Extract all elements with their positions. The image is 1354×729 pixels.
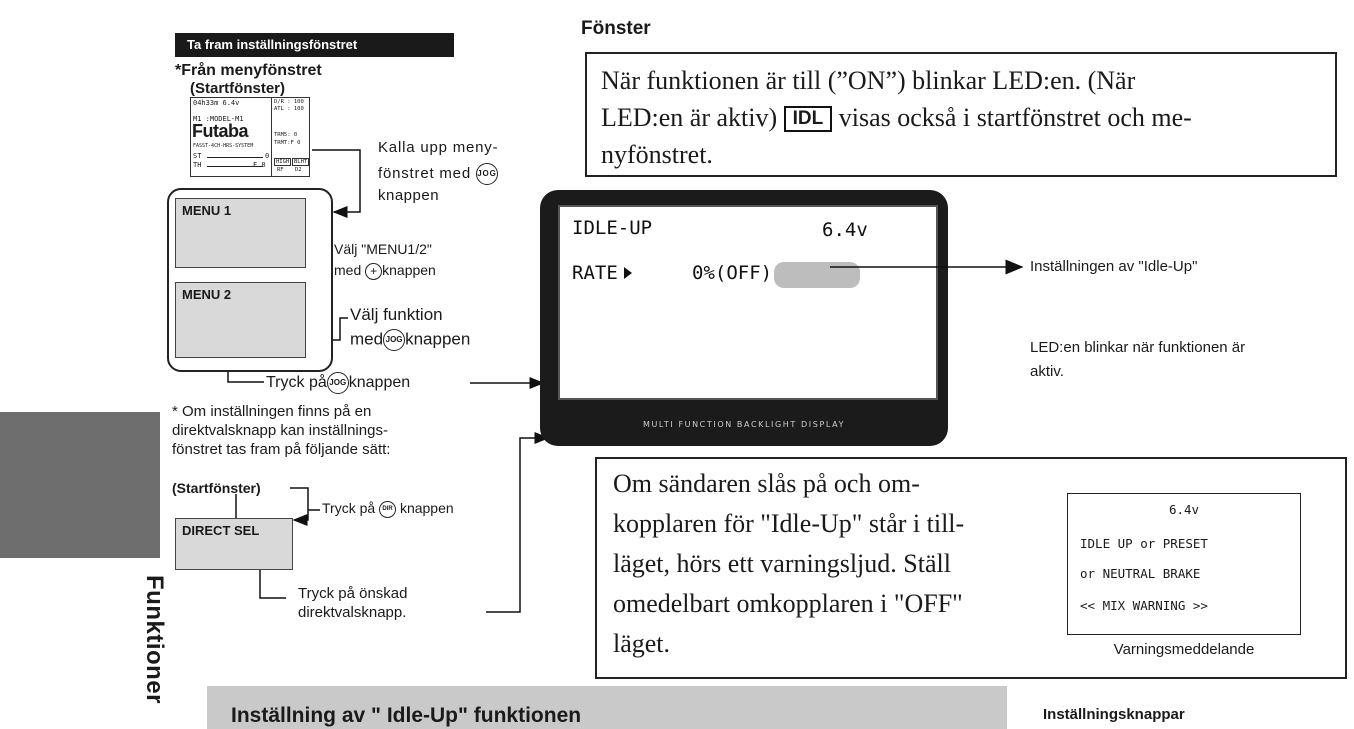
press-dir-text: Tryck på DIR knappen <box>322 500 454 518</box>
lcd-screen: IDLE-UP 6.4v RATE 0%(OFF) <box>558 205 938 400</box>
mini-lcd-system: FASST-4CH-HRS-SYSTEM <box>193 143 254 149</box>
lcd-rate-value: 0%(OFF) <box>692 262 773 284</box>
direct-note-line3: fönstret tas fram på följande sätt: <box>172 441 391 458</box>
direct-sel-box[interactable]: DIRECT SEL <box>175 518 293 570</box>
menu1-box[interactable]: MENU 1 <box>175 198 306 268</box>
warning-line4: omedelbart omkopplaren i "OFF" <box>613 589 963 618</box>
press-dir-text-b: knappen <box>399 500 454 516</box>
mini-lcd-line1: 04h33m 6.4v <box>193 99 240 107</box>
cursor-arrow-icon <box>624 267 632 279</box>
menu2-box[interactable]: MENU 2 <box>175 282 306 358</box>
lcd-voltage: 6.4v <box>822 219 868 241</box>
select-menu-text-2a: med <box>334 262 362 278</box>
info-text: När funktionen är till (”ON”) blinkar LE… <box>601 62 1329 173</box>
jog-icon: JOG <box>383 329 406 351</box>
header-bar: Ta fram inställningsfönstret <box>175 33 454 57</box>
plus-icon: + <box>365 262 383 280</box>
press-desired-line2: direktvalsknapp. <box>298 604 407 621</box>
call-menu-text-3: knappen <box>378 187 440 204</box>
warning-line3: läget, hörs ett varningsljud. Ställ <box>613 549 951 578</box>
from-menu-label: *Från menyfönstret <box>175 62 322 79</box>
direct-sel-label: DIRECT SEL <box>182 523 260 538</box>
mini-lcd-th-val: F 0 <box>253 161 266 169</box>
buttons-heading: Inställningsknappar <box>1043 706 1185 723</box>
mini-lcd-dr: D/R : 100 <box>274 99 304 105</box>
press-desired-text: Tryck på önskad direktvalsknapp. <box>298 584 408 622</box>
press-jog-text-b: knappen <box>348 374 411 392</box>
window-title: Fönster <box>581 18 651 39</box>
info-line2-a: LED:en är aktiv) <box>601 103 778 132</box>
st-bar <box>207 157 263 158</box>
select-menu-text-1: Välj "MENU1/2" <box>334 241 432 257</box>
warn-lcd-line4: << MIX WARNING >> <box>1080 598 1208 613</box>
section-heading-bar: Inställning av " Idle-Up" funktionen <box>207 686 1007 729</box>
led-note: LED:en blinkar när funktionen är aktiv. <box>1030 336 1245 384</box>
section-heading: Inställning av " Idle-Up" funktionen <box>231 704 582 727</box>
mini-lcd-line2: M1 :MODEL-M1 <box>193 115 244 123</box>
mini-lcd-divider <box>271 98 272 176</box>
lcd-title: IDLE-UP <box>572 217 653 239</box>
menu1-label: MENU 1 <box>182 203 232 218</box>
lcd-caption: MULTI FUNCTION BACKLIGHT DISPLAY <box>642 420 846 429</box>
lcd-rate-label: RATE <box>572 262 618 284</box>
warn-lcd-line3: or NEUTRAL BRAKE <box>1080 566 1201 581</box>
futaba-logo: Futaba <box>192 121 249 141</box>
warning-caption: Varningsmeddelande <box>1113 641 1255 658</box>
warn-lcd-line1: 6.4v <box>1168 502 1200 517</box>
setting-label: Inställningen av "Idle-Up" <box>1030 258 1198 275</box>
start-window-label: (Startfönster) <box>190 80 286 97</box>
direct-note: * Om inställningen finns på en direktval… <box>172 402 390 459</box>
dir-icon: DIR <box>379 500 397 518</box>
press-jog-text-a: Tryck på <box>266 374 327 392</box>
idl-badge: IDL <box>783 106 833 132</box>
mini-lcd: 04h33m 6.4v M1 :MODEL-M1 Futaba FASST-4C… <box>190 97 310 177</box>
menu2-label: MENU 2 <box>182 287 232 302</box>
warning-line5: läget. <box>613 629 671 658</box>
warning-line1: Om sändaren slås på och om- <box>613 469 920 498</box>
led-note-line1: LED:en blinkar när funktionen är <box>1030 339 1246 356</box>
select-func-text-1: Välj funktion <box>350 305 443 324</box>
section-tab <box>0 412 160 558</box>
press-dir-text-a: Tryck på <box>322 500 376 516</box>
info-box: När funktionen är till (”ON”) blinkar LE… <box>585 52 1337 177</box>
warn-lcd-line2: IDLE UP or PRESET <box>1080 536 1208 551</box>
warning-box: Om sändaren slås på och om- kopplaren fö… <box>595 457 1347 679</box>
mini-lcd-st-val: 0 <box>265 152 270 160</box>
direct-note-line2: direktvalsknapp kan inställnings- <box>172 422 388 439</box>
call-menu-text-2a: fönstret med <box>378 164 471 182</box>
setting-arrow <box>830 259 1024 275</box>
mini-lcd-trim1: TRM5: 0 <box>274 132 298 138</box>
press-desired-line1: Tryck på önskad <box>298 585 408 602</box>
mini-lcd-th: TH <box>193 161 202 169</box>
warning-text: Om sändaren slås på och om- kopplaren fö… <box>613 464 964 664</box>
call-menu-text-2: fönstret med JOG <box>378 163 498 185</box>
info-line1: När funktionen är till (”ON”) blinkar LE… <box>601 66 1136 95</box>
info-line2: LED:en är aktiv) IDL visas också i start… <box>601 99 1329 136</box>
select-menu-text-2: med +knappen <box>334 262 436 280</box>
direct-note-line1: * Om inställningen finns på en <box>172 403 372 420</box>
info-line3: nyfönstret. <box>601 140 713 169</box>
mini-lcd-d2: D2 <box>295 167 302 173</box>
select-menu-text-2b: knappen <box>382 262 436 278</box>
call-menu-text-1: Kalla upp meny- <box>378 139 499 156</box>
led-note-line2: aktiv. <box>1030 363 1064 380</box>
warning-line2: kopplaren för "Idle-Up" står i till- <box>613 509 965 538</box>
select-func-text-2b: knappen <box>405 329 471 349</box>
mini-lcd-trim2: TRMT:F 0 <box>274 140 301 146</box>
section-label: Funktioner <box>141 575 168 704</box>
select-func-text-2a: med <box>350 329 384 349</box>
mini-lcd-rf: RF <box>277 167 284 173</box>
mini-lcd-st: ST <box>193 152 202 160</box>
jog-icon: JOG <box>326 372 349 394</box>
mini-lcd-blht: BLHT <box>292 158 309 166</box>
mini-lcd-high: HIGH <box>274 158 292 166</box>
jog-icon: JOG <box>475 163 498 185</box>
th-bar <box>207 166 263 167</box>
warning-lcd: 6.4v IDLE UP or PRESET or NEUTRAL BRAKE … <box>1067 493 1301 635</box>
mini-lcd-atl: ATL : 100 <box>274 106 304 112</box>
info-line2-c: visas också i startfönstret och me- <box>838 103 1192 132</box>
start-window-label-2: (Startfönster) <box>172 480 261 496</box>
